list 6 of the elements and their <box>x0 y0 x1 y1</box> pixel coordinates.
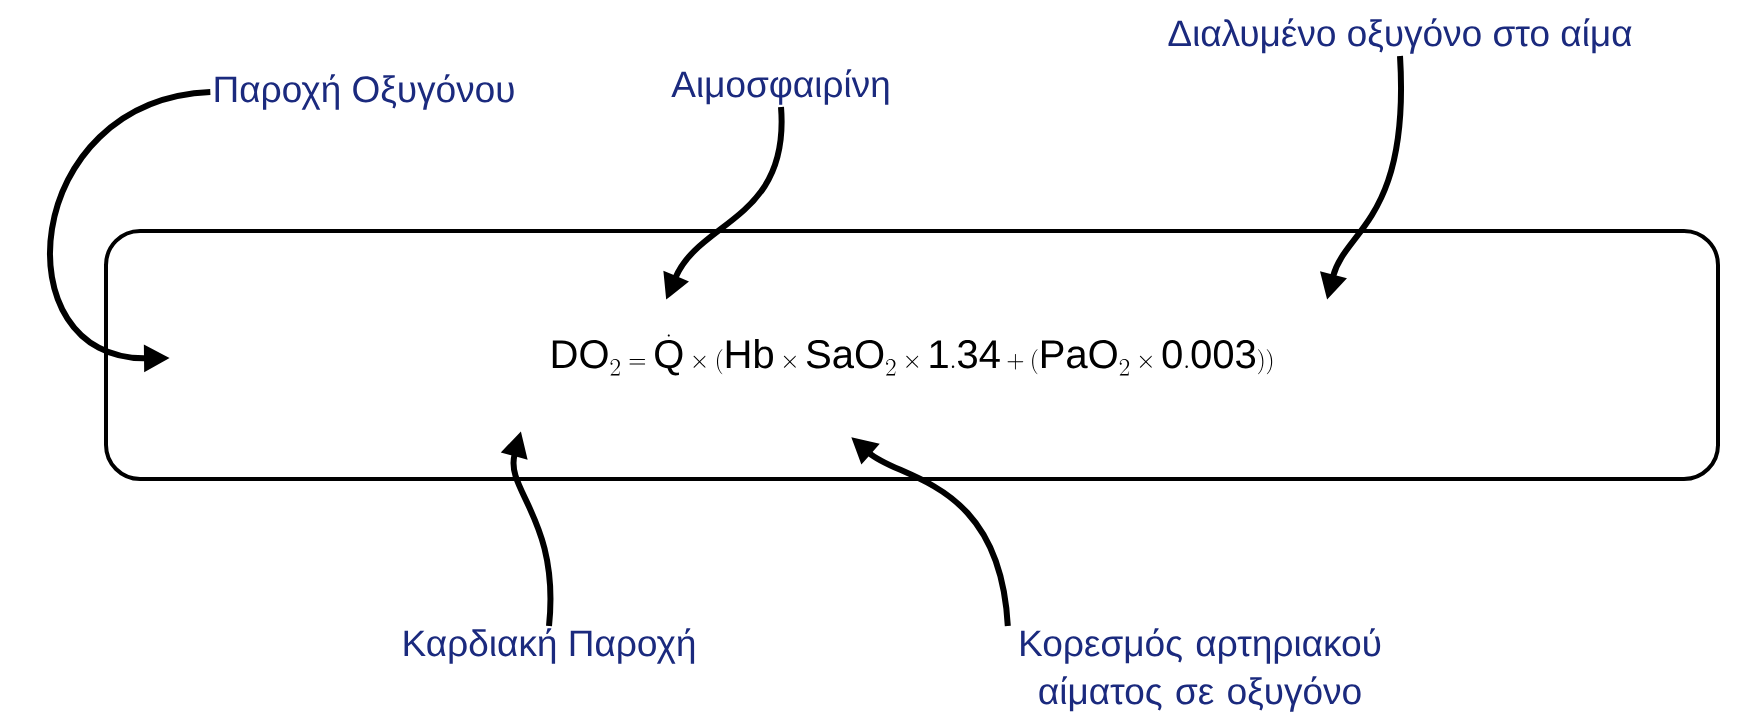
formula-box: $\mathrm{DO}_2 = \dot{\mathrm{Q}} \times (\mathrm{Hb} \times \mathrm{SaO}_2 \times \mathrm{1.34} + (\mathrm{PaO}_2 \times \mathrm{0.003}))$ <box>104 229 1720 481</box>
label-text: Καρδιακή Παροχή <box>404 628 695 664</box>
label-text: Κορεσμός αρτηριακού αίματος σε οξυγόνο <box>1021 628 1381 712</box>
label-text: Παροχή Οξυγόνου <box>215 74 514 110</box>
label-text: Διαλυμένο οξυγόνο στο αίμα <box>1168 18 1632 54</box>
label-text: Αιμοσφαιρίνη <box>671 69 889 105</box>
